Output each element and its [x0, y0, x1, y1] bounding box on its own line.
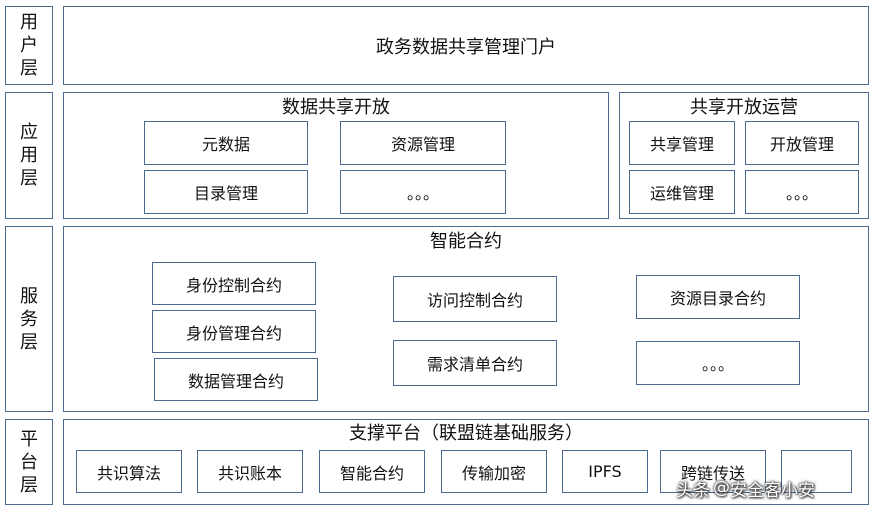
metadata-box: 元数据 [144, 121, 308, 165]
layer-label-service-char: 层 [20, 331, 38, 353]
watermark-at-sign: @ [713, 478, 730, 498]
layer-label-user-char: 层 [20, 58, 38, 79]
smart-contract-title: 智能合约 [430, 231, 502, 252]
watermark-brand: 头条 [676, 480, 710, 501]
sharing-ops-title: 共享开放运营 [690, 97, 798, 118]
platform-title: 支撑平台（联盟链基础服务） [349, 423, 583, 444]
identity-management-contract-label: 身份管理合约 [185, 323, 282, 343]
data-sharing-more-box: 。。。 [340, 170, 506, 214]
layer-label-service: 服务层 [5, 226, 53, 412]
ops-maintenance-box: 运维管理 [629, 170, 735, 214]
layer-label-service-char: 服 [20, 285, 38, 307]
service-more-label: 。。。 [701, 355, 734, 374]
sharing-ops-more-box: 。。。 [745, 170, 859, 214]
layer-label-user: 用户层 [5, 6, 53, 85]
identity-control-contract-box: 身份控制合约 [152, 262, 316, 305]
layer-label-app: 应用层 [5, 92, 53, 219]
ops-maintenance-label: 运维管理 [649, 184, 714, 203]
layer-label-user-char: 户 [20, 35, 38, 56]
layer-label-platform: 平台层 [5, 419, 53, 505]
catalog-management-box: 目录管理 [144, 170, 308, 214]
open-management-box: 开放管理 [745, 121, 859, 165]
consensus-algorithm-box: 共识算法 [76, 450, 182, 493]
open-management-label: 开放管理 [769, 135, 834, 154]
layer-label-platform-char: 平 [20, 428, 38, 450]
identity-management-contract-box: 身份管理合约 [152, 310, 316, 353]
platform-smart-contract-box: 智能合约 [319, 450, 425, 493]
requirement-list-contract-box: 需求清单合约 [393, 340, 557, 386]
requirement-list-contract-label: 需求清单合约 [426, 355, 523, 374]
metadata-label: 元数据 [201, 135, 250, 154]
ipfs-box: IPFS [562, 450, 648, 493]
transport-encryption-label: 传输加密 [461, 463, 526, 483]
sharing-ops-more-label: 。。。 [785, 184, 818, 203]
resource-management-box: 资源管理 [340, 121, 506, 165]
layer-label-app-char: 层 [20, 168, 38, 189]
consensus-ledger-label: 共识账本 [217, 463, 282, 483]
layer-label-user-char: 用 [20, 12, 38, 33]
cross-chain-transfer-box: 跨链传送 [660, 450, 766, 493]
access-control-contract-box: 访问控制合约 [393, 276, 557, 322]
sharing-management-box: 共享管理 [629, 121, 735, 165]
cross-chain-transfer-label: 跨链传送 [680, 463, 745, 483]
catalog-management-label: 目录管理 [193, 184, 258, 203]
access-control-contract-label: 访问控制合约 [426, 291, 523, 310]
resource-management-label: 资源管理 [390, 135, 455, 154]
layer-label-app-char: 应 [20, 122, 38, 143]
platform-extra-box [781, 450, 852, 493]
data-management-contract-label: 数据管理合约 [187, 371, 284, 391]
transport-encryption-box: 传输加密 [441, 450, 547, 493]
layer-label-platform-char: 台 [20, 451, 38, 473]
data-sharing-more-label: 。。。 [406, 184, 439, 203]
watermark: 头条 @ 安全客小安 [676, 474, 815, 502]
data-sharing-title: 数据共享开放 [282, 97, 390, 118]
watermark-account: 安全客小安 [730, 480, 815, 501]
data-management-contract-box: 数据管理合约 [154, 358, 318, 401]
service-more-box: 。。。 [636, 341, 800, 385]
sharing-management-label: 共享管理 [649, 135, 714, 154]
resource-catalog-contract-box: 资源目录合约 [636, 275, 800, 319]
identity-control-contract-label: 身份控制合约 [185, 275, 282, 295]
resource-catalog-contract-label: 资源目录合约 [669, 289, 766, 308]
consensus-ledger-box: 共识账本 [197, 450, 303, 493]
layer-label-platform-char: 层 [20, 474, 38, 496]
user-portal-label: 政务数据共享管理门户 [376, 36, 556, 58]
platform-smart-contract-label: 智能合约 [339, 463, 404, 483]
consensus-algorithm-label: 共识算法 [96, 463, 161, 483]
ipfs-label: IPFS [588, 462, 622, 481]
layer-label-service-char: 务 [20, 308, 38, 330]
layer-label-app-char: 用 [20, 145, 38, 166]
user-portal-box: 政务数据共享管理门户 [63, 6, 869, 85]
